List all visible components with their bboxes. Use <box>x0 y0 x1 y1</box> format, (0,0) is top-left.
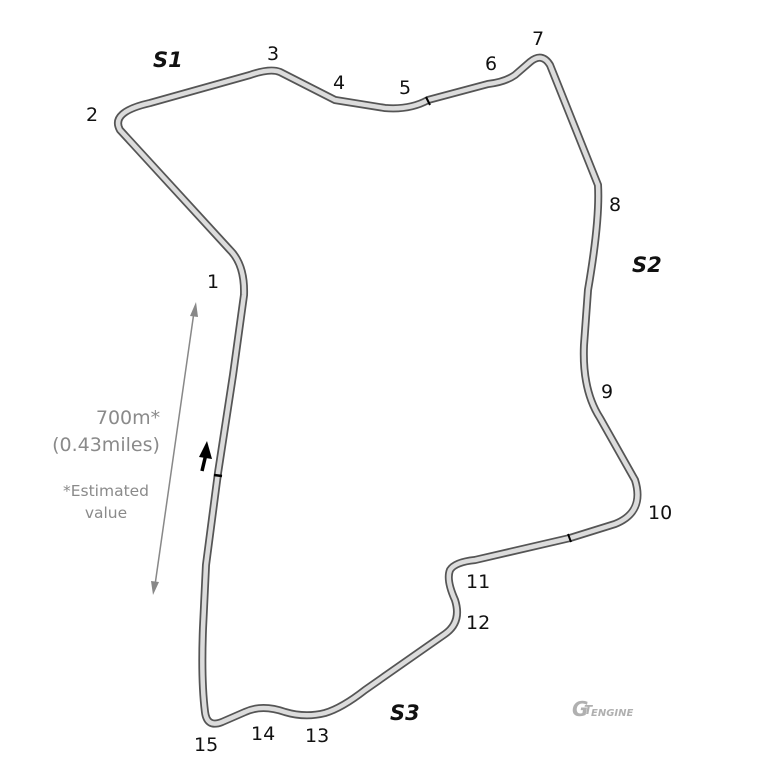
sector-label-s1: S1 <box>153 48 183 72</box>
corner-label-3: 3 <box>267 43 279 65</box>
estimate-note-line1: *Estimated <box>63 482 149 500</box>
corner-label-9: 9 <box>601 381 613 403</box>
svg-text:G: G <box>572 697 588 721</box>
track-length-meters: 700m* <box>96 407 160 429</box>
length-measure-arrow <box>151 302 198 595</box>
track-length-miles: (0.43miles) <box>52 434 160 456</box>
corner-label-13: 13 <box>305 725 329 747</box>
corner-label-7: 7 <box>532 28 544 50</box>
corner-label-15: 15 <box>194 734 218 756</box>
corner-label-5: 5 <box>399 77 411 99</box>
start-finish-line <box>213 473 223 478</box>
corner-label-14: 14 <box>251 723 275 745</box>
sector-1-marker <box>425 96 431 106</box>
sector-label-s3: S3 <box>390 701 420 725</box>
corner-label-1: 1 <box>207 271 219 293</box>
corner-label-2: 2 <box>86 104 98 126</box>
direction-arrow-icon <box>199 441 212 472</box>
corner-label-12: 12 <box>466 612 490 634</box>
sector-label-s2: S2 <box>632 253 662 277</box>
gtengine-logo: G T ENGINE <box>572 697 633 721</box>
corner-label-6: 6 <box>485 53 497 75</box>
corner-label-11: 11 <box>466 571 490 593</box>
svg-text:T: T <box>584 703 593 717</box>
corner-label-10: 10 <box>648 502 672 524</box>
corner-label-4: 4 <box>333 72 345 94</box>
track-surface <box>115 55 640 726</box>
estimate-note-line2: value <box>85 504 127 522</box>
track-outline <box>114 53 642 728</box>
corner-label-8: 8 <box>609 194 621 216</box>
svg-text:ENGINE: ENGINE <box>591 708 633 719</box>
sector-2-marker <box>567 533 572 543</box>
